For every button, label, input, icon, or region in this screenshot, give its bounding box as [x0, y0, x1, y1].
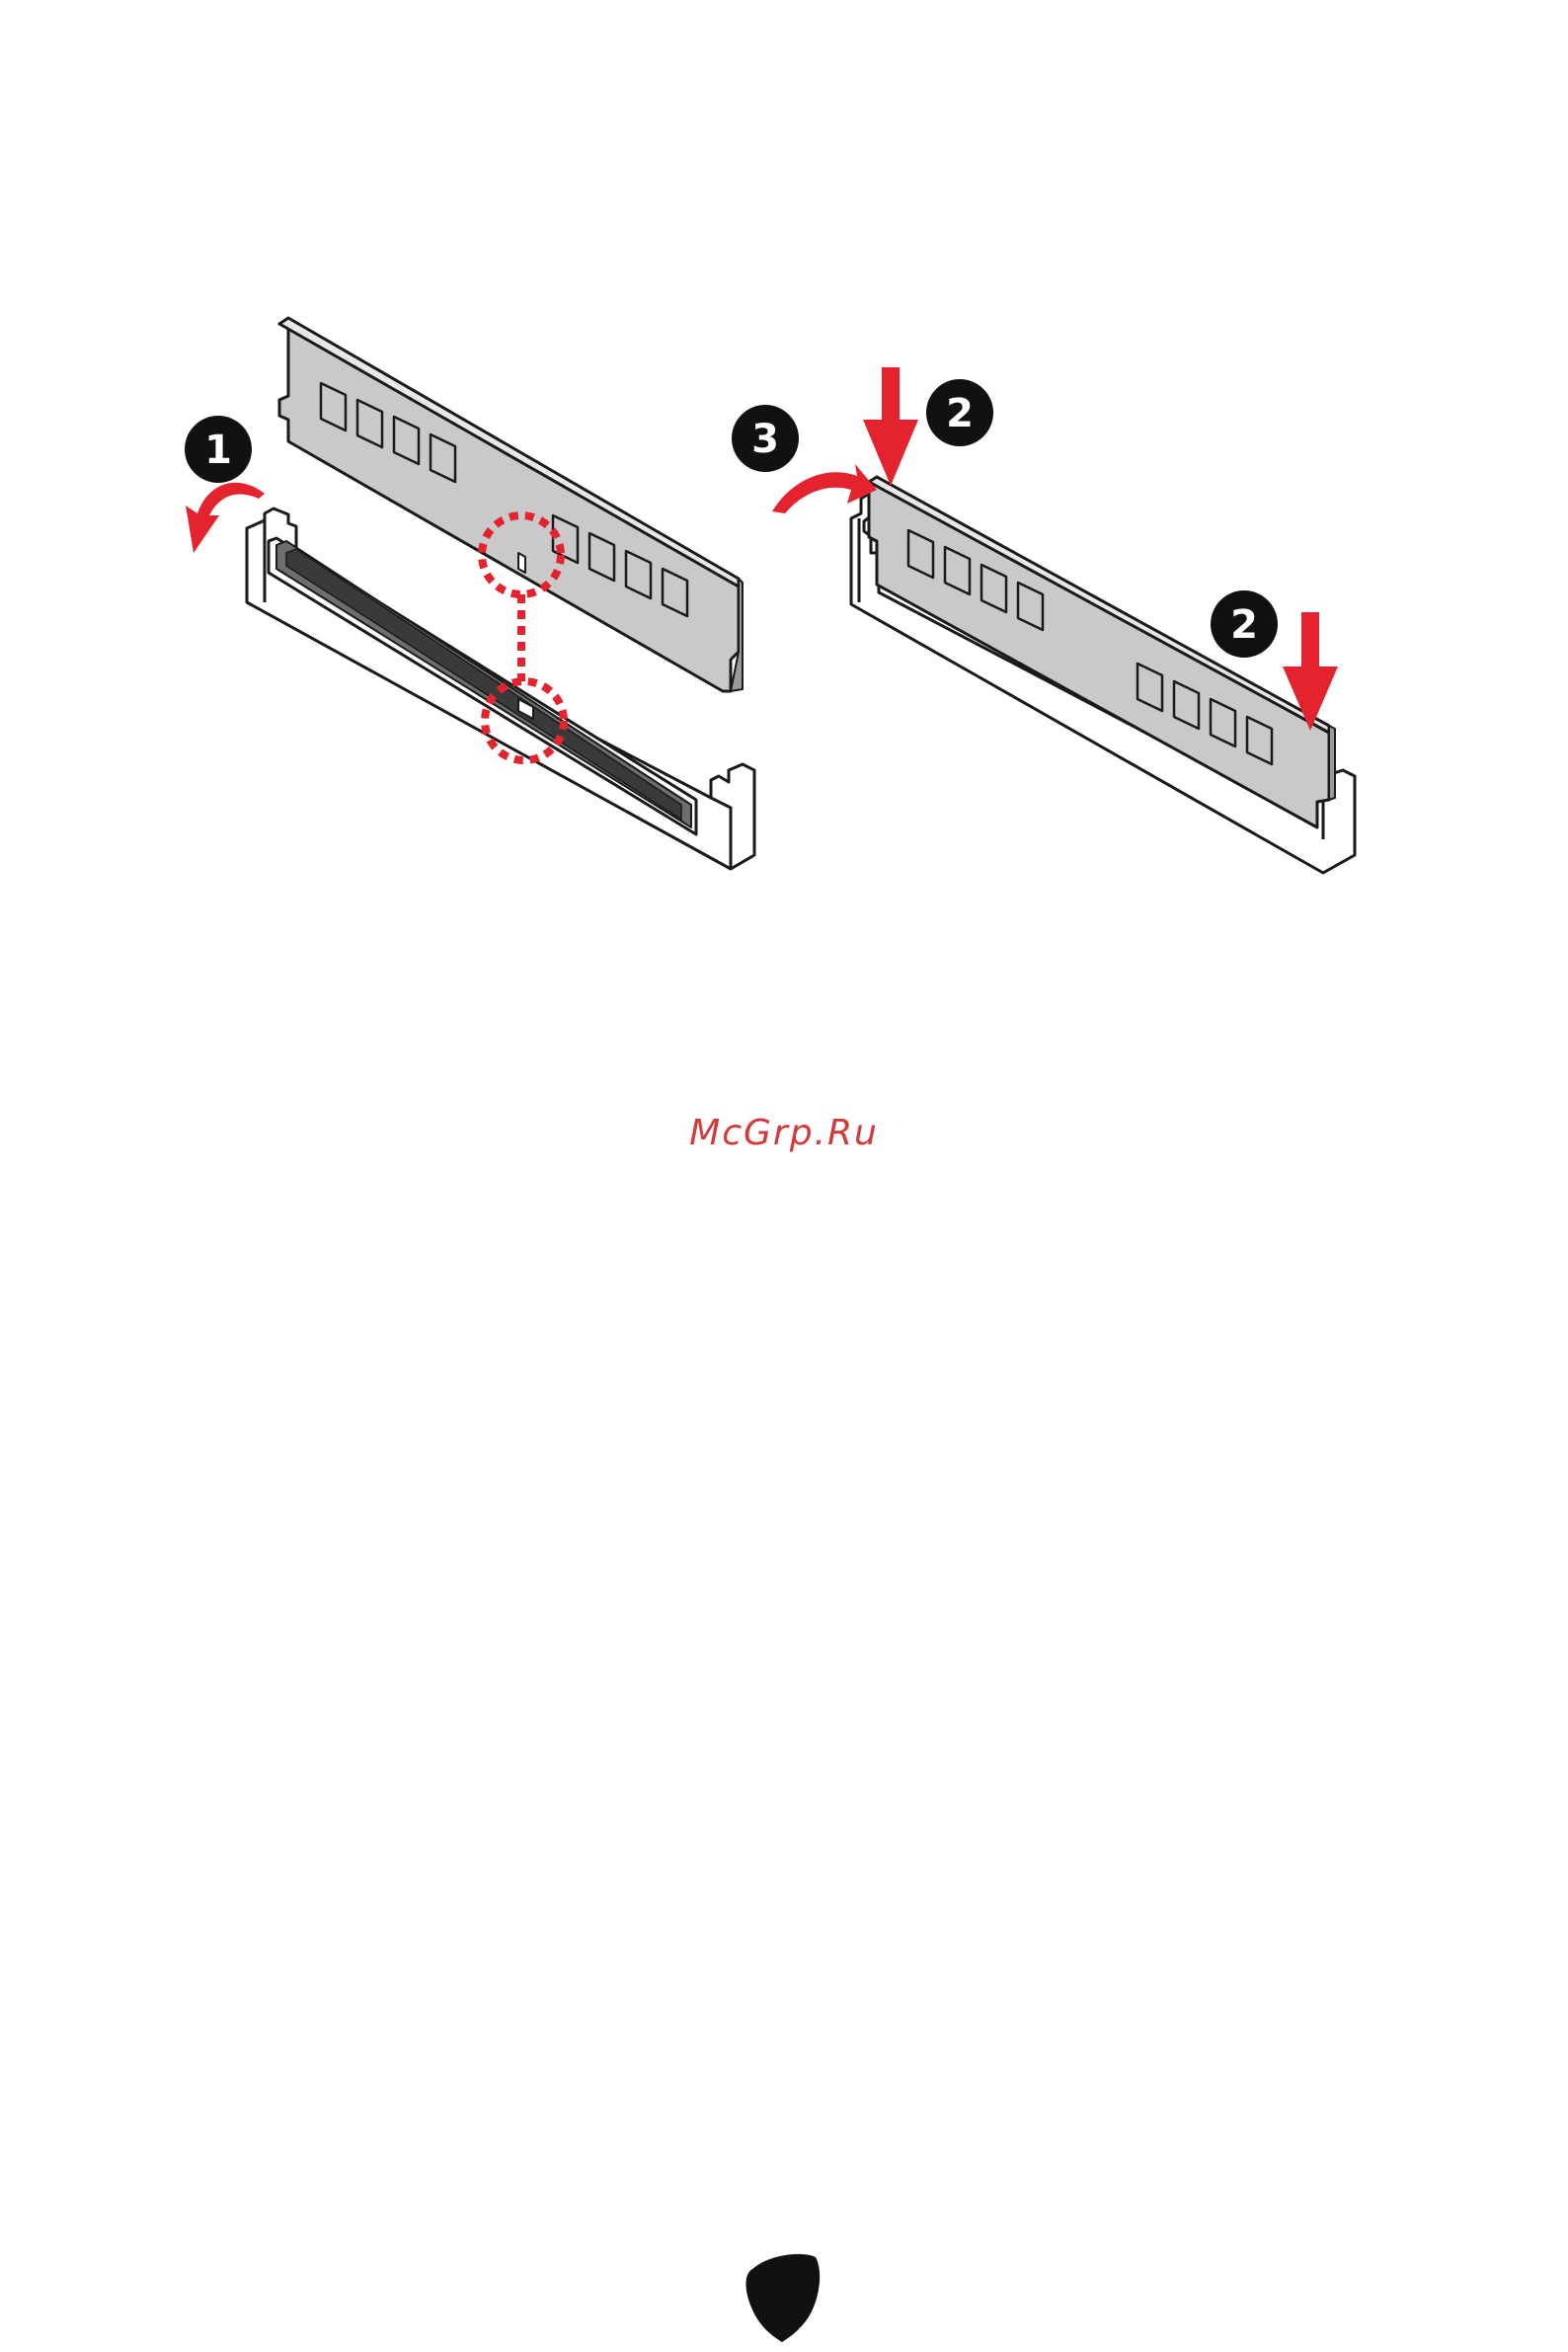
right-panel: 2 2 3 — [732, 367, 1355, 873]
step-badge-2-bottom: 2 — [1211, 590, 1278, 658]
shield-logo-icon — [745, 2254, 820, 2342]
step-badge-2-top: 2 — [926, 379, 993, 446]
step-badge-1: 1 — [185, 416, 252, 483]
step-number: 2 — [1230, 602, 1258, 648]
press-arrow-left — [863, 367, 918, 486]
left-panel: 1 — [185, 318, 754, 869]
step-number: 1 — [204, 428, 232, 473]
step-number: 3 — [751, 417, 779, 462]
step-badge-3: 3 — [732, 405, 799, 472]
watermark-text: McGrp.Ru — [0, 1113, 1568, 1153]
step-number: 2 — [946, 391, 974, 436]
